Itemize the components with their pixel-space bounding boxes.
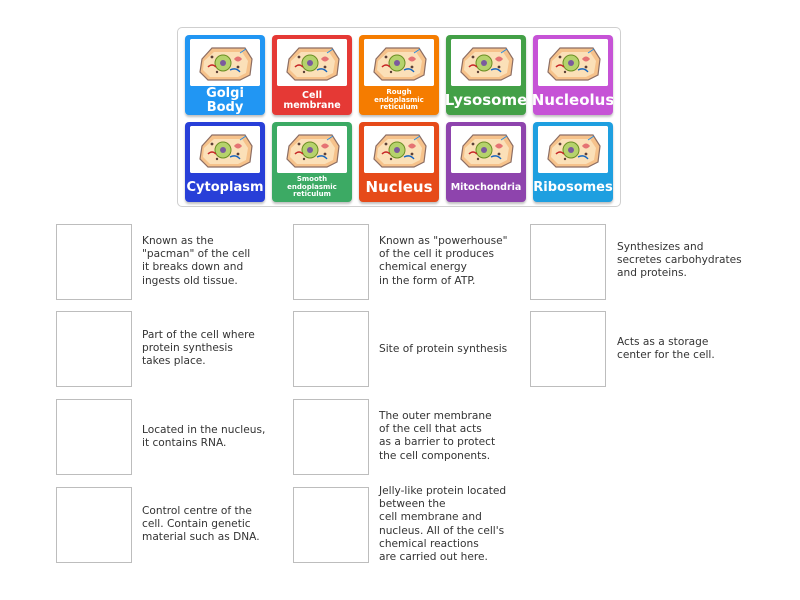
cell-diagram-icon xyxy=(364,126,434,173)
cell-diagram-icon xyxy=(277,126,347,173)
target-description: Jelly-like protein located between the c… xyxy=(379,485,507,564)
drop-target-box[interactable] xyxy=(293,399,369,475)
drop-target-box[interactable] xyxy=(293,224,369,300)
tile-label: Cell membrane xyxy=(283,89,341,111)
target-description: Acts as a storage center for the cell. xyxy=(617,336,715,362)
cell-diagram-icon xyxy=(190,39,260,86)
answer-tile-panel: Golgi Body Cell membrane Rough endoplasm… xyxy=(177,27,621,207)
tile-label: Nucleus xyxy=(365,177,433,196)
cell-diagram-icon xyxy=(190,126,260,173)
tile-label: Mitochondria xyxy=(450,181,522,193)
drop-target-box[interactable] xyxy=(56,224,132,300)
cell-diagram-icon xyxy=(538,126,608,173)
answer-tile-lysosome[interactable]: Lysosome xyxy=(446,35,526,115)
target-description: Part of the cell where protein synthesis… xyxy=(142,329,255,368)
cell-diagram-icon xyxy=(364,39,434,86)
answer-tile-mitochondria[interactable]: Mitochondria xyxy=(446,122,526,202)
cell-diagram-icon xyxy=(451,39,521,86)
tile-label: Ribosomes xyxy=(533,179,613,195)
drop-target-box[interactable] xyxy=(293,487,369,563)
cell-diagram-icon xyxy=(451,126,521,173)
drop-target-box[interactable] xyxy=(530,311,606,387)
tile-label: Nucleolus xyxy=(533,90,613,109)
target-description: Synthesizes and secretes carbohydrates a… xyxy=(617,241,742,280)
target-description: Control centre of the cell. Contain gene… xyxy=(142,505,260,544)
answer-tile-golgi-body[interactable]: Golgi Body xyxy=(185,35,265,115)
target-description: The outer membrane of the cell that acts… xyxy=(379,410,496,462)
answer-tile-cytoplasm[interactable]: Cytoplasm xyxy=(185,122,265,202)
drop-target-box[interactable] xyxy=(293,311,369,387)
answer-tile-ribosomes[interactable]: Ribosomes xyxy=(533,122,613,202)
tile-label: Lysosome xyxy=(446,90,526,109)
cell-diagram-icon xyxy=(538,39,608,86)
target-description: Known as "powerhouse" of the cell it pro… xyxy=(379,235,508,287)
tile-label: Smooth endoplasmic reticulum xyxy=(287,175,337,199)
tile-label: Cytoplasm xyxy=(186,179,264,195)
answer-tile-cell-membrane[interactable]: Cell membrane xyxy=(272,35,352,115)
tile-label: Golgi Body xyxy=(206,85,244,115)
target-description: Located in the nucleus, it contains RNA. xyxy=(142,424,266,450)
drop-target-box[interactable] xyxy=(56,487,132,563)
drop-target-box[interactable] xyxy=(56,399,132,475)
drop-target-box[interactable] xyxy=(530,224,606,300)
target-description: Site of protein synthesis xyxy=(379,343,508,355)
cell-diagram-icon xyxy=(277,39,347,86)
tile-label: Rough endoplasmic reticulum xyxy=(374,88,424,112)
answer-tile-nucleus[interactable]: Nucleus xyxy=(359,122,439,202)
drop-target-box[interactable] xyxy=(56,311,132,387)
answer-tile-nucleolus[interactable]: Nucleolus xyxy=(533,35,613,115)
target-description: Known as the "pacman" of the cell it bre… xyxy=(142,235,251,287)
answer-tile-smooth-er[interactable]: Smooth endoplasmic reticulum xyxy=(272,122,352,202)
answer-tile-rough-er[interactable]: Rough endoplasmic reticulum xyxy=(359,35,439,115)
